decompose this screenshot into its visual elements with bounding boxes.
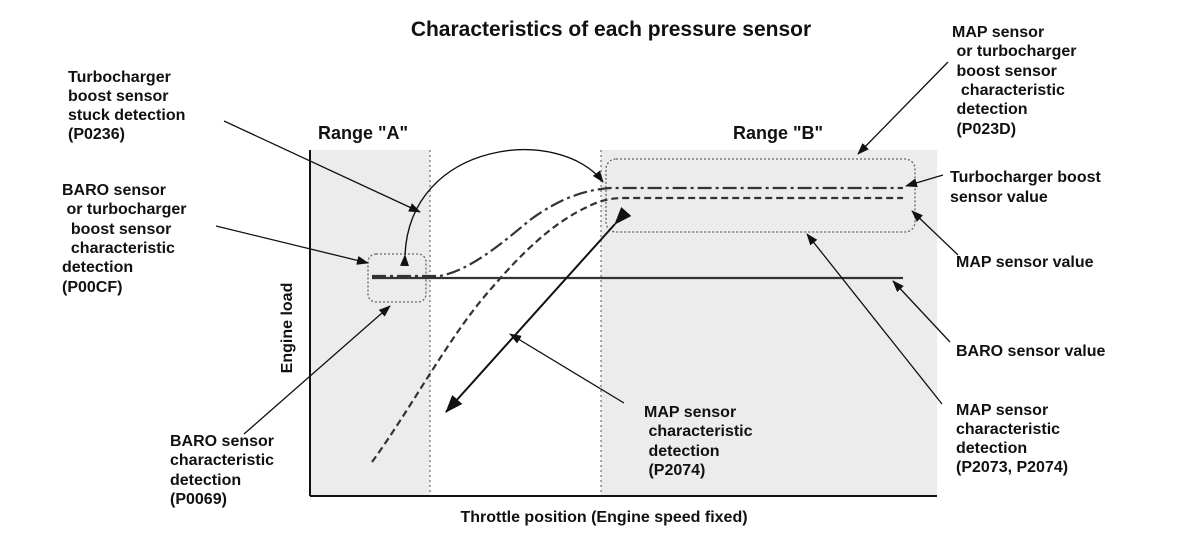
turbo-value-label: Turbocharger boost sensor value bbox=[950, 169, 1105, 206]
range-b-region bbox=[601, 150, 937, 496]
map-value-label: MAP sensor value bbox=[956, 254, 1094, 271]
map-p2074-label: MAP sensor characteristic detection (P20… bbox=[644, 404, 753, 479]
map-or-turbo-label: MAP sensor or turbocharger boost sensor … bbox=[0, 0, 1099, 138]
range-a-label: Range "A" bbox=[318, 123, 408, 143]
leader-turbo-value bbox=[905, 174, 944, 188]
map-p2074-detection-arrow bbox=[445, 206, 632, 413]
baro-or-turbo-label: BARO sensor or turbocharger boost sensor… bbox=[0, 0, 209, 296]
range-b-detection-box bbox=[605, 158, 916, 233]
baro-value-label: BARO sensor value bbox=[956, 343, 1105, 360]
leader-baro-or-turbo bbox=[215, 225, 369, 265]
range-a-detection-box bbox=[367, 253, 427, 303]
baro-char-label: BARO sensor characteristic detection (P0… bbox=[170, 433, 279, 508]
leader-turbo-stuck bbox=[223, 120, 421, 213]
x-axis-label: Throttle position (Engine speed fixed) bbox=[460, 509, 747, 526]
y-axis-label: Engine load bbox=[279, 283, 296, 374]
leader-baro-char bbox=[243, 305, 391, 435]
leader-map-value bbox=[911, 210, 959, 256]
map-p2073-label: MAP sensor characteristic detection (P20… bbox=[956, 402, 1068, 476]
leader-baro-value bbox=[892, 280, 951, 343]
diagram-title: Characteristics of each pressure sensor bbox=[411, 18, 811, 41]
leader-map-p2073 bbox=[806, 233, 943, 405]
turbo-stuck-label: Turbocharger boost sensor stuck detectio… bbox=[68, 69, 190, 143]
stuck-detection-curved-arrow bbox=[400, 149, 604, 267]
leader-map-or-turbo bbox=[857, 61, 949, 155]
leader-map-p2074 bbox=[509, 333, 625, 404]
range-b-label: Range "B" bbox=[733, 123, 823, 143]
